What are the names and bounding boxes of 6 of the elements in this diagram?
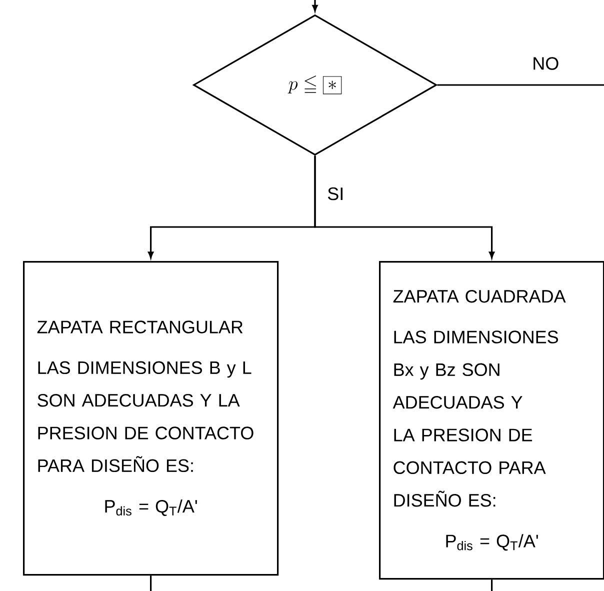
- edge-label: SI: [328, 187, 342, 200]
- arrow: [314, 156, 495, 258]
- edge-label: NO: [534, 57, 558, 70]
- process-box: ZAPATA RECTANGULAR LAS DIMENSIONES B y L SON ADECUADAS Y LA PRESION DE CONTACTO PARA DISEÑO ES: P$_{dis}$ = Q$_{T}$/A': [23, 261, 279, 576]
- arrow: [312, 0, 318, 12]
- process-box: ZAPATA CUADRADA LAS DIMENSIONES Bx y Bz SON ADECUADAS Y LA PRESION DE CONTACTO PARA DISEÑO ES: P$_{dis}$ = Q$_{T}$/A': [379, 261, 604, 580]
